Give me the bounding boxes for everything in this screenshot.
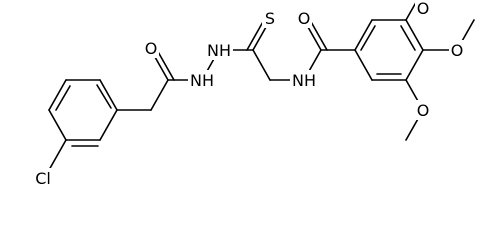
nh-label: NH [190, 71, 214, 90]
bond [55, 85, 71, 111]
bond [309, 19, 328, 51]
bonds [48, 0, 475, 171]
bond [354, 49, 373, 81]
bond [405, 49, 424, 81]
oxygen-label: O [298, 9, 311, 28]
bond [354, 19, 373, 51]
bond [48, 79, 67, 111]
sulfur-label: S [265, 9, 275, 28]
atom-nh-a: NH [188, 70, 216, 90]
atom-cl: Cl [32, 168, 54, 188]
oxygen-label: O [417, 0, 430, 18]
bond [400, 25, 416, 51]
bond [48, 139, 67, 171]
oxygen-label: O [145, 39, 158, 58]
oxygen-label: O [451, 41, 464, 60]
nh-label: NH [292, 71, 316, 90]
atom-o-methoxy-top: O [415, 0, 431, 18]
atom-s: S [262, 8, 278, 28]
chemical-structure: Cl O NH NH S NH O O [32, 0, 475, 188]
bond [246, 19, 265, 51]
bond [99, 109, 118, 141]
atom-o-benzoyl: O [296, 8, 312, 28]
atom-nh-b: NH [205, 40, 233, 60]
atom-o-methoxy-bot: O [415, 100, 431, 120]
bond [99, 79, 118, 111]
atom-o-methoxy-mid: O [449, 40, 465, 60]
nh-label: NH [207, 41, 231, 60]
atoms: Cl O NH NH S NH O O [32, 0, 465, 188]
bond [96, 84, 112, 109]
bond [405, 0, 419, 21]
oxygen-label: O [417, 101, 430, 120]
bond [405, 19, 424, 51]
structure-canvas: Cl O NH NH S NH O O [32, 0, 475, 188]
bond [48, 109, 67, 141]
bond [156, 49, 175, 81]
atom-nh-c: NH [290, 70, 318, 90]
atom-o-hydrazide: O [143, 38, 159, 58]
bond [150, 79, 169, 111]
bond [360, 25, 376, 51]
chlorine-label: Cl [35, 169, 51, 188]
bond [252, 49, 271, 81]
